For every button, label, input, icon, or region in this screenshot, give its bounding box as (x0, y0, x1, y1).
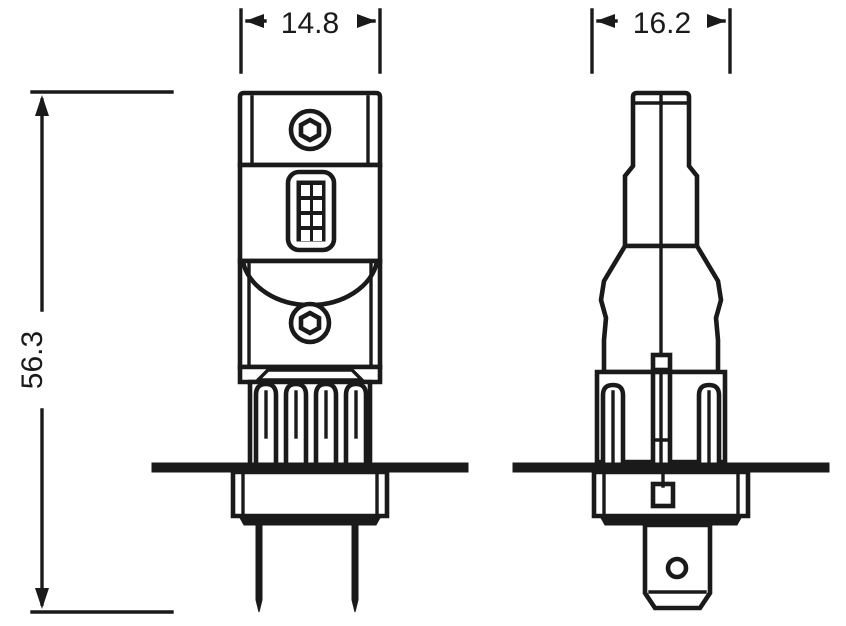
tab-hole (665, 556, 689, 580)
dimension-label-width-front: 14.8 (281, 7, 339, 40)
dimension-width-front (239, 8, 382, 74)
front-view-group (151, 90, 469, 613)
base-collar-front (230, 469, 390, 519)
lead-wires-front (255, 524, 359, 613)
dimension-label-height-overall: 56.3 (16, 331, 49, 389)
hex-socket-screw-top (288, 108, 332, 152)
dimension-label-width-side: 16.2 (633, 7, 691, 40)
dimension-width-side (590, 8, 732, 74)
collar-rim-front (238, 515, 382, 526)
lead-wire-right (351, 524, 359, 613)
led-emitter-grid (301, 185, 322, 241)
side-view-group (512, 90, 830, 611)
lead-wire-left (255, 524, 263, 613)
heatsink-center-block (650, 352, 673, 373)
hex-socket-screw-lower (288, 301, 332, 345)
dimension-height-overall (30, 90, 174, 614)
